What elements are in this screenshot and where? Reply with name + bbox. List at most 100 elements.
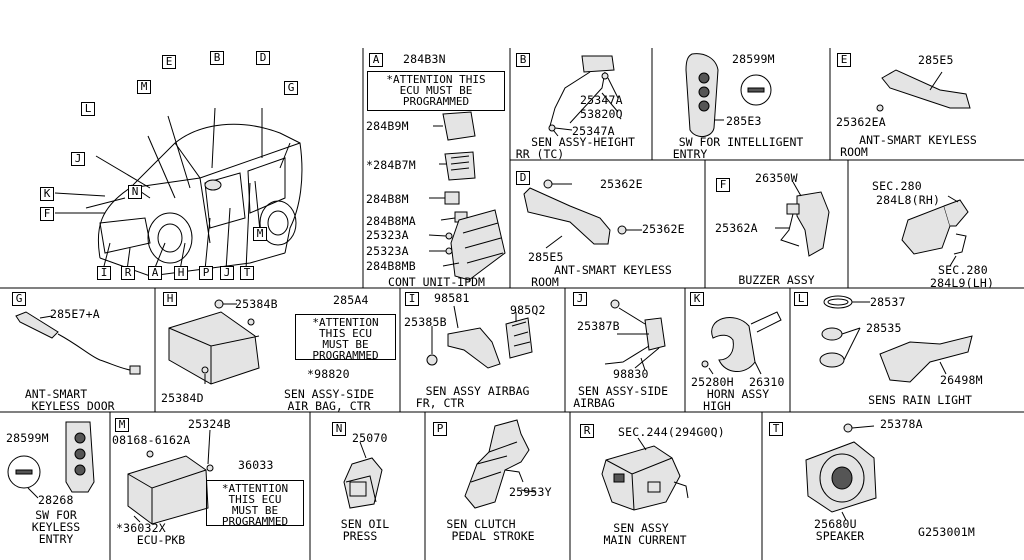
- part-98820[interactable]: *98820: [307, 367, 350, 381]
- section-g-drawing: [15, 311, 141, 375]
- part-08168-6162a[interactable]: 08168-6162A: [112, 433, 191, 447]
- part-26498m[interactable]: 26498M: [940, 373, 983, 387]
- part-284b8mb[interactable]: 284B8MB: [366, 259, 416, 273]
- section-m-panel: M 25324B 08168-6162A 36033 *ATTENTION TH…: [110, 412, 310, 560]
- section-l-drawing: [819, 295, 973, 383]
- part-sec280-rh[interactable]: SEC.280: [872, 179, 922, 193]
- section-t-caption: SPEAKER: [815, 529, 865, 543]
- section-a-panel: A 284B3N *ATTENTION THIS ECU MUST BE PRO…: [363, 48, 510, 288]
- overview-callout-n[interactable]: N: [128, 185, 142, 199]
- section-l-caption: SENS RAIN LIGHT: [868, 393, 972, 407]
- part-25680u[interactable]: 25680U: [814, 517, 857, 531]
- overview-callout-t[interactable]: T: [240, 266, 254, 280]
- part-36032x[interactable]: *36032X: [116, 521, 166, 535]
- part-28599m-k[interactable]: 28599M: [6, 431, 49, 445]
- vehicle-overview-drawing: [54, 107, 303, 277]
- part-285e3[interactable]: 285E3: [726, 114, 762, 128]
- section-g-caption-2: KEYLESS DOOR: [31, 399, 115, 413]
- part-25362a[interactable]: 25362A: [715, 221, 758, 235]
- part-284l9-lh[interactable]: 284L9(LH): [930, 276, 995, 290]
- part-25324b[interactable]: 25324B: [188, 417, 231, 431]
- overview-callout-a[interactable]: A: [148, 266, 162, 280]
- overview-callout-l[interactable]: L: [81, 102, 95, 116]
- overview-callout-b[interactable]: B: [210, 51, 224, 65]
- part-36033[interactable]: 36033: [238, 458, 274, 472]
- part-25362ea[interactable]: 25362EA: [836, 115, 886, 129]
- section-intelligent-key-panel: 28599M 285E3 SW FOR INTELLIGENT ENTRY: [652, 48, 830, 160]
- overview-callout-h[interactable]: H: [174, 266, 188, 280]
- overview-callout-m[interactable]: M: [137, 80, 151, 94]
- part-25387b[interactable]: 25387B: [577, 319, 620, 333]
- overview-callout-k[interactable]: K: [40, 187, 54, 201]
- overview-callout-d[interactable]: D: [256, 51, 270, 65]
- section-t-letter: T: [769, 422, 783, 436]
- overview-callout-i[interactable]: I: [97, 266, 111, 280]
- overview-callout-r[interactable]: R: [121, 266, 135, 280]
- overview-callout-m2[interactable]: M: [253, 227, 267, 241]
- section-m-drawing: [127, 429, 214, 525]
- part-285e7-a[interactable]: 285E7+A: [50, 307, 100, 321]
- section-k-letter: K: [690, 292, 704, 306]
- part-26310[interactable]: 26310: [749, 375, 785, 389]
- part-25362e[interactable]: 25362E: [600, 177, 643, 191]
- section-f-drawing: [775, 181, 830, 257]
- attention-line: PROGRAMMED: [402, 95, 470, 108]
- part-285a4[interactable]: 285A4: [333, 293, 369, 307]
- part-285e5[interactable]: 285E5: [918, 53, 954, 67]
- part-25953y[interactable]: 25953Y: [509, 485, 552, 499]
- part-284b8ma[interactable]: 284B8MA: [366, 214, 416, 228]
- part-53820q[interactable]: 53820Q: [580, 107, 623, 121]
- part-25384d[interactable]: 25384D: [161, 391, 204, 405]
- vehicle-overview-panel: E B D M G L J K N F M I R A H P J T: [0, 48, 363, 288]
- section-b-caption-2: RR (TC): [515, 147, 565, 161]
- part-25378a[interactable]: 25378A: [880, 417, 923, 431]
- part-284l8-rh[interactable]: 284L8(RH): [876, 193, 941, 207]
- overview-callout-e[interactable]: E: [162, 55, 176, 69]
- section-h-caption-1: SEN ASSY-SIDE: [283, 387, 374, 401]
- section-g-caption-1: ANT-SMART: [24, 387, 88, 401]
- section-l-panel: L 28537 28535 26498M SENS RAIN LIGHT: [790, 288, 1024, 412]
- part-28599m[interactable]: 28599M: [732, 52, 775, 66]
- overview-callout-j2[interactable]: J: [220, 266, 234, 280]
- section-k-drawing: [701, 311, 782, 375]
- section-t-panel: T 25378A 25680U SPEAKER G253001M: [762, 412, 1024, 560]
- part-28268[interactable]: 28268: [38, 493, 74, 507]
- part-25323a[interactable]: 25323A: [366, 228, 409, 242]
- part-25347a-2[interactable]: 25347A: [572, 124, 615, 138]
- section-i-letter: I: [405, 292, 419, 306]
- overview-callout-g[interactable]: G: [284, 81, 298, 95]
- part-25362e-2[interactable]: 25362E: [642, 222, 685, 236]
- part-284b7m[interactable]: *284B7M: [366, 158, 416, 172]
- part-25323a-2[interactable]: 25323A: [366, 244, 409, 258]
- part-sec244-294g0q[interactable]: SEC.244(294G0Q): [618, 425, 725, 439]
- section-a-letter: A: [369, 53, 383, 67]
- part-sec280-lh[interactable]: SEC.280: [938, 263, 988, 277]
- part-26350w[interactable]: 26350W: [755, 171, 798, 185]
- part-98830[interactable]: 98830: [613, 367, 649, 381]
- part-285e5-d[interactable]: 285E5: [528, 250, 564, 264]
- part-28537[interactable]: 28537: [870, 295, 906, 309]
- section-r-drawing: [601, 437, 689, 511]
- keyless-caption-3: ENTRY: [38, 532, 74, 546]
- part-284b9m[interactable]: 284B9M: [366, 119, 409, 133]
- section-n-panel: N 25070 SEN OIL PRESS: [310, 412, 425, 560]
- section-j-drawing: [604, 299, 666, 371]
- part-25280h[interactable]: 25280H: [691, 375, 734, 389]
- overview-callout-j[interactable]: J: [71, 152, 85, 166]
- section-m-letter: M: [115, 418, 129, 432]
- part-985q2[interactable]: 985Q2: [510, 303, 546, 317]
- section-f-caption: BUZZER ASSY: [738, 273, 815, 287]
- part-28535[interactable]: 28535: [866, 321, 902, 335]
- overview-callout-f[interactable]: F: [40, 207, 54, 221]
- attention-line: *ATTENTION THIS: [386, 73, 486, 86]
- part-25070[interactable]: 25070: [352, 431, 388, 445]
- part-98581[interactable]: 98581: [434, 291, 470, 305]
- section-sec280-panel: SEC.280 284L8(RH) SEC.280 284L9(LH): [848, 160, 1024, 290]
- part-284b8m[interactable]: 284B8M: [366, 192, 409, 206]
- part-25384b[interactable]: 25384B: [235, 297, 278, 311]
- overview-callout-p[interactable]: P: [199, 266, 213, 280]
- part-25347a[interactable]: 25347A: [580, 93, 623, 107]
- part-25385b[interactable]: 25385B: [404, 315, 447, 329]
- part-284b3n[interactable]: 284B3N: [403, 52, 446, 66]
